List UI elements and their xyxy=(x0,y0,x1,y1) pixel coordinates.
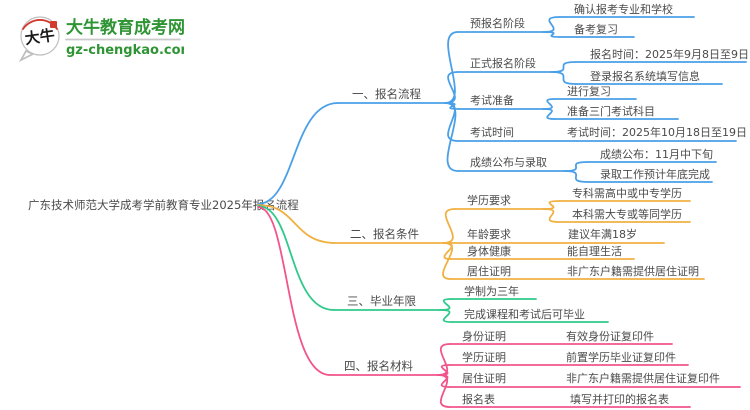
link-root-branch1 xyxy=(257,102,339,205)
branch-registration-process: 一、报名流程 预报名阶段 确认报考专业和学校 备考复习 正式报名阶段 报名时间：… xyxy=(257,2,749,205)
leaf-self-care[interactable]: 能自理生活 xyxy=(567,244,622,258)
logo-title: 大牛教育成考网 xyxy=(66,17,184,38)
node-exam-preparation[interactable]: 考试准备 xyxy=(470,93,514,107)
link-edu-college xyxy=(542,200,561,210)
leaf-admission-year-end[interactable]: 录取工作预计年底完成 xyxy=(600,167,710,181)
branch4-label[interactable]: 四、报名材料 xyxy=(344,359,413,373)
leaf-three-exam-subjects[interactable]: 准备三门考试科目 xyxy=(567,104,655,118)
link-b3-graduate xyxy=(439,309,453,323)
logo-badge: 大牛 xyxy=(18,16,60,63)
link-root-branch3 xyxy=(257,205,335,311)
leaf-college-requirement[interactable]: 专科需高中或中专学历 xyxy=(572,186,682,200)
node-education-proof[interactable]: 学历证明 xyxy=(462,350,506,364)
leaf-printed-form[interactable]: 填写并打印的报名表 xyxy=(570,392,669,406)
leaf-exam-time-detail[interactable]: 考试时间：2025年10月18日至19日 xyxy=(567,125,747,139)
link-edu-bachelor xyxy=(542,208,561,223)
link-b2-education xyxy=(442,208,456,244)
node-residence-proof-condition[interactable]: 居住证明 xyxy=(467,264,511,278)
link-examprep-subjects xyxy=(542,108,556,120)
link-b1-formalreg xyxy=(444,71,459,104)
leaf-id-copy[interactable]: 有效身份证复印件 xyxy=(566,329,654,343)
link-root-branch2 xyxy=(257,204,337,244)
site-logo[interactable]: 大牛 大牛教育成考网 gz-chengkao.com xyxy=(14,8,194,66)
node-physical-health[interactable]: 身体健康 xyxy=(467,244,511,258)
leaf-registration-time[interactable]: 报名时间：2025年9月8日至9日 xyxy=(590,47,749,61)
logo-url: gz-chengkao.com xyxy=(66,43,184,58)
link-root-branch4 xyxy=(257,206,331,376)
link-b2-residence xyxy=(442,242,453,280)
link-formalreg-time xyxy=(550,61,577,73)
branch1-label[interactable]: 一、报名流程 xyxy=(352,87,421,101)
root-node-label[interactable]: 广东技术师范大学成考学前教育专业2025年报名流程 xyxy=(28,198,299,212)
link-examprep-review xyxy=(542,98,556,110)
leaf-three-year-program[interactable]: 学制为三年 xyxy=(464,284,519,298)
link-formalreg-login xyxy=(550,71,577,85)
leaf-prep-review[interactable]: 备考复习 xyxy=(574,22,618,36)
node-formal-registration-stage[interactable]: 正式报名阶段 xyxy=(470,56,536,70)
link-b1-results xyxy=(444,102,459,172)
node-registration-form[interactable]: 报名表 xyxy=(462,392,495,406)
leaf-bachelor-requirement[interactable]: 本科需大专或等同学历 xyxy=(572,207,682,221)
link-results-announce xyxy=(563,161,589,172)
node-age-requirement[interactable]: 年龄要求 xyxy=(467,227,511,241)
badge-speech-tail-icon xyxy=(18,49,36,63)
node-residence-proof-material[interactable]: 居住证明 xyxy=(462,371,506,385)
link-results-admitwork xyxy=(563,170,589,183)
link-b1-prereg xyxy=(444,31,459,104)
branch-registration-conditions: 二、报名条件 学历要求 专科需高中或中专学历 本科需大专或等同学历 年龄要求 建… xyxy=(257,186,705,280)
leaf-age-18[interactable]: 建议年满18岁 xyxy=(568,227,637,241)
badge-circle-icon xyxy=(20,16,60,56)
badge-seal-icon xyxy=(50,21,57,28)
link-b3-threeyears xyxy=(439,298,453,311)
branch-graduation-years: 三、毕业年限 学制为三年 完成课程和考试后可毕业 xyxy=(257,205,609,323)
node-education-requirement[interactable]: 学历要求 xyxy=(467,193,511,207)
branch3-label[interactable]: 三、毕业年限 xyxy=(347,294,416,308)
leaf-results-announce[interactable]: 成绩公布：11月中下旬 xyxy=(600,148,713,161)
branch2-label[interactable]: 二、报名条件 xyxy=(350,227,419,241)
leaf-confirm-major-school[interactable]: 确认报考专业和学校 xyxy=(574,2,673,16)
leaf-non-guangdong-residence[interactable]: 非广东户籍需提供居住证明 xyxy=(567,264,699,278)
leaf-login-fill-info[interactable]: 登录报名系统填写信息 xyxy=(590,69,700,83)
link-prereg-confirm xyxy=(542,16,561,33)
branch-registration-materials: 四、报名材料 身份证明 有效身份证复印件 学历证明 前置学历毕业证复印件 居住证… xyxy=(257,206,741,408)
link-prereg-review xyxy=(542,31,561,38)
node-pre-registration-stage[interactable]: 预报名阶段 xyxy=(470,16,525,30)
leaf-do-review[interactable]: 进行复习 xyxy=(567,84,611,98)
node-identity-proof[interactable]: 身份证明 xyxy=(462,329,506,343)
node-exam-time[interactable]: 考试时间 xyxy=(470,126,514,139)
leaf-diploma-copy[interactable]: 前置学历毕业证复印件 xyxy=(566,350,676,364)
link-b4-form xyxy=(437,374,451,408)
leaf-residence-permit-copy[interactable]: 非广东户籍需提供居住证复印件 xyxy=(566,371,720,385)
leaf-graduate-after-courses[interactable]: 完成课程和考试后可毕业 xyxy=(464,307,585,321)
badge-text: 大牛 xyxy=(24,26,56,48)
node-results-admission[interactable]: 成绩公布与录取 xyxy=(470,156,547,169)
